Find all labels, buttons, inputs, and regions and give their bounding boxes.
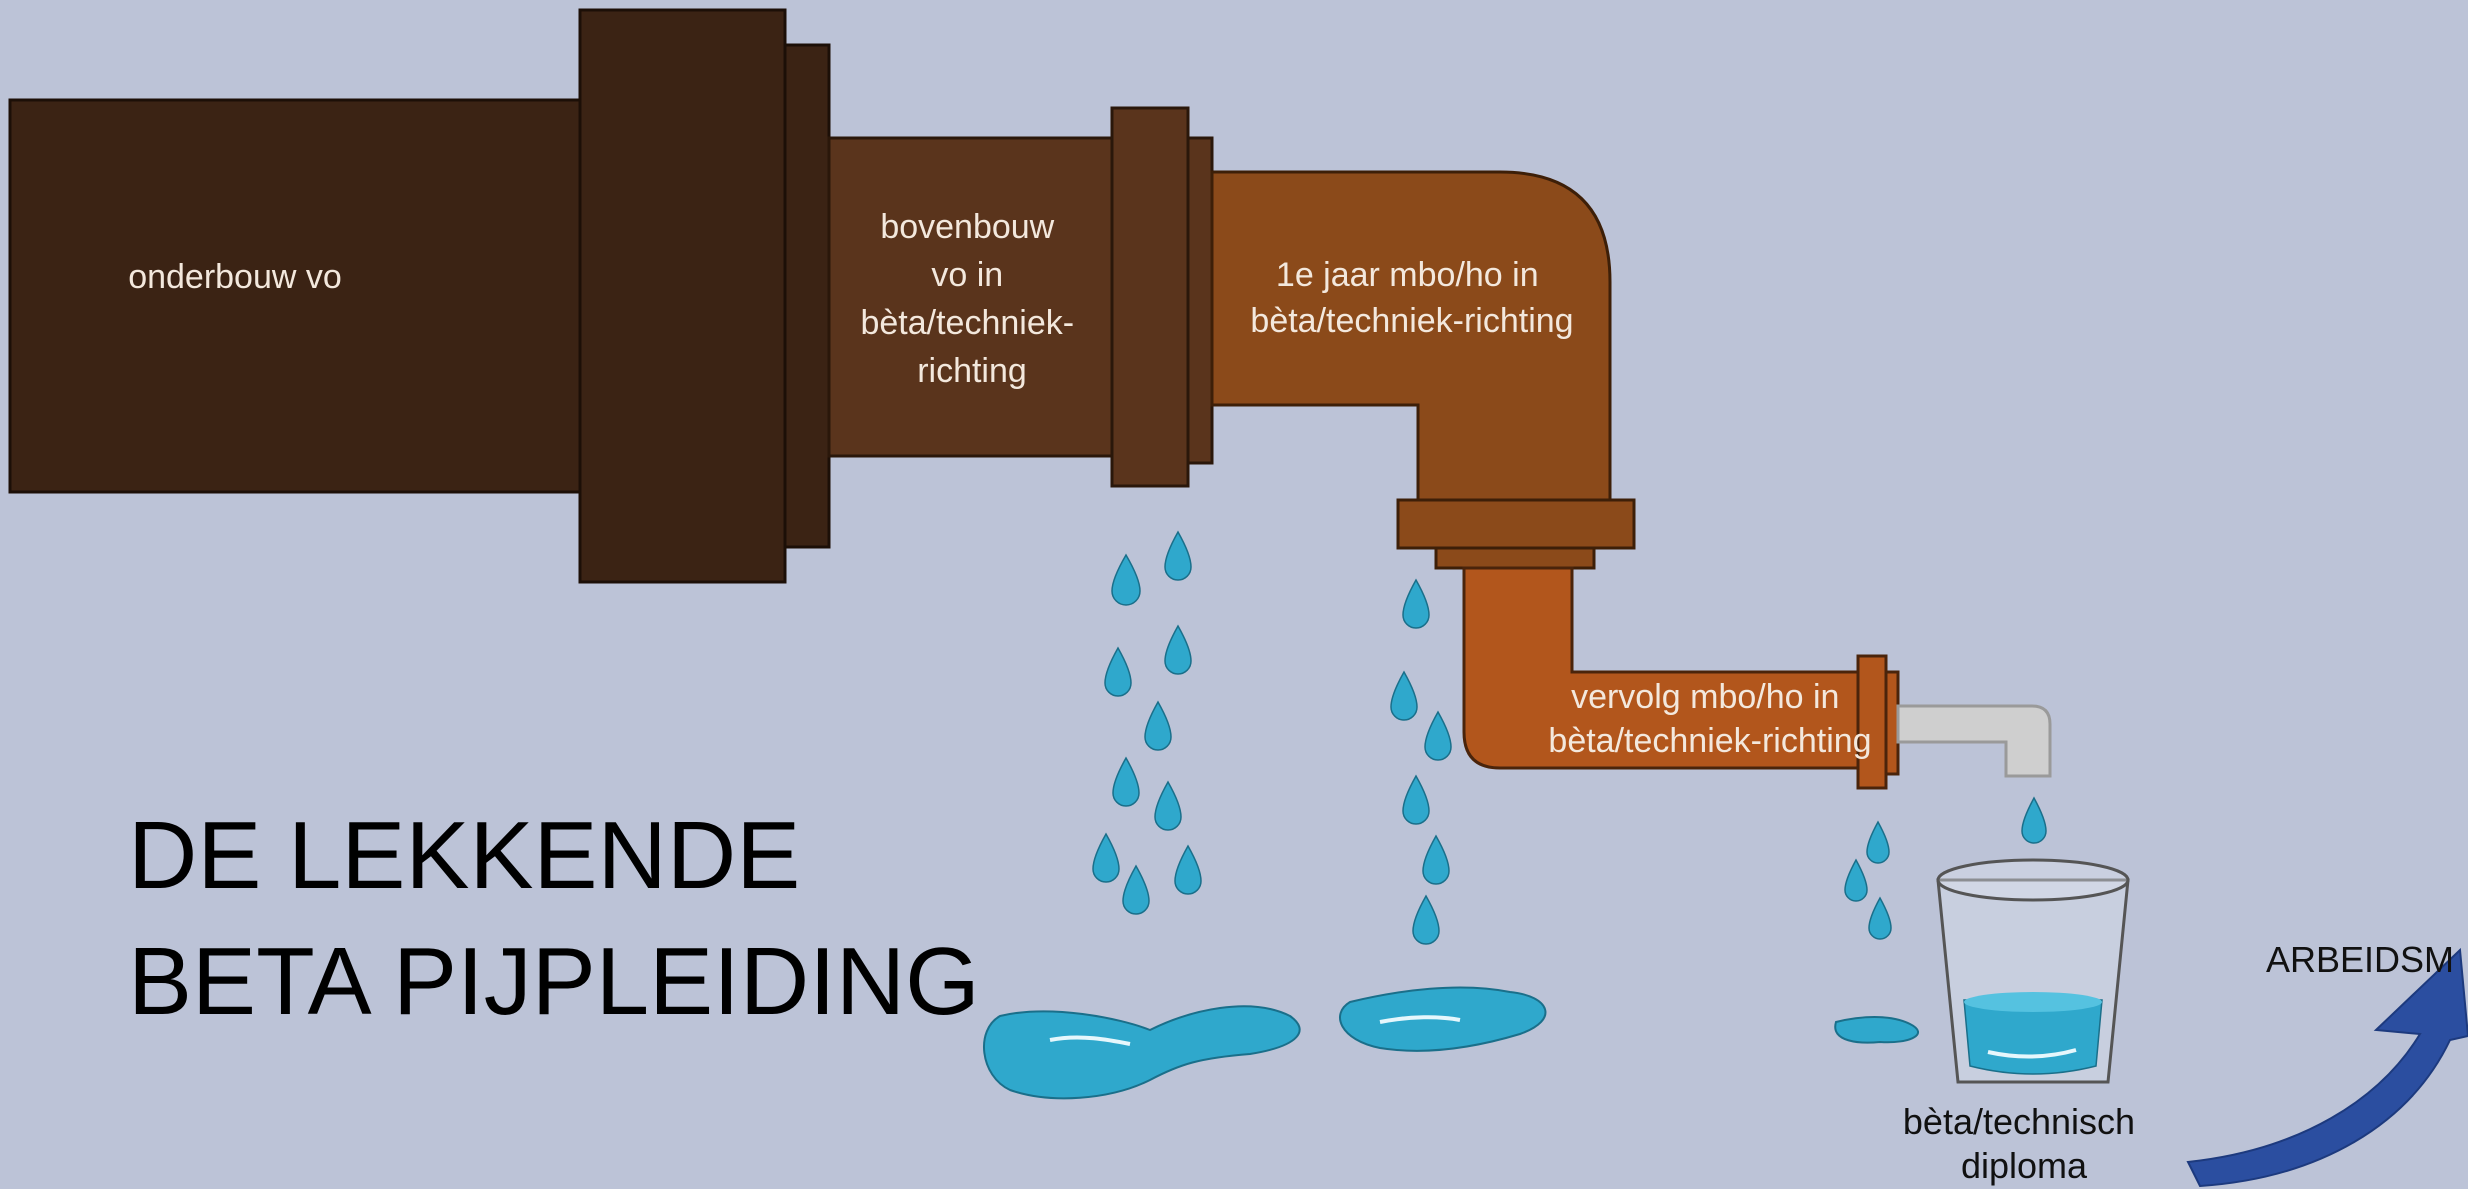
water-drop-icon [1145, 702, 1171, 750]
water-drop-icon [2022, 798, 2046, 843]
pipe-vervolg: vervolg mbo/ho in bèta/techniek-richting [1464, 568, 1898, 788]
water-puddles [984, 987, 1918, 1098]
tap-icon [1898, 706, 2050, 776]
water-drop-icon [1112, 555, 1140, 605]
water-drop-icon [1113, 758, 1139, 806]
puddle-small [1835, 1017, 1918, 1043]
water-drop-icon [1403, 580, 1429, 628]
diagram-title: DE LEKKENDE BETA PIJPLEIDING [128, 802, 980, 1035]
pipe-eerste-jaar: 1e jaar mbo/ho in bèta/techniek-richting [1212, 172, 1634, 568]
diploma-label: bèta/technisch diploma [1903, 1101, 2145, 1186]
water-drop-icon [1403, 776, 1429, 824]
arbeidsmarkt-label: ARBEIDSM [2266, 939, 2454, 980]
water-drop-icon [1165, 532, 1191, 580]
segment-label-onderbouw: onderbouw vo [128, 258, 342, 296]
arrow-to-arbeidsmarkt-icon [2188, 950, 2468, 1186]
water-drop-icon [1423, 836, 1449, 884]
water-drop-icon [1869, 898, 1891, 939]
water-drop-icon [1155, 782, 1181, 830]
water-drop-icon [1845, 860, 1867, 901]
pipe-bovenbouw: bovenbouw vo in bèta/techniek- richting [829, 108, 1212, 486]
pipe-onderbouw: onderbouw vo [10, 10, 829, 582]
water-drop-icon [1867, 822, 1889, 863]
water-drop-icon [1105, 648, 1131, 696]
water-drops-group-2 [1391, 580, 1451, 944]
water-drop-icon [1093, 834, 1119, 882]
water-drop-icon [1425, 712, 1451, 760]
water-glass [1938, 860, 2128, 1082]
water-drop-icon [1123, 866, 1149, 914]
water-drop-icon [1175, 846, 1201, 894]
water-drops-group-1 [1093, 532, 1201, 914]
puddle-large [984, 1006, 1300, 1098]
water-drop-icon [1413, 896, 1439, 944]
water-drop-icon [1165, 626, 1191, 674]
water-drop-icon [1391, 672, 1417, 720]
